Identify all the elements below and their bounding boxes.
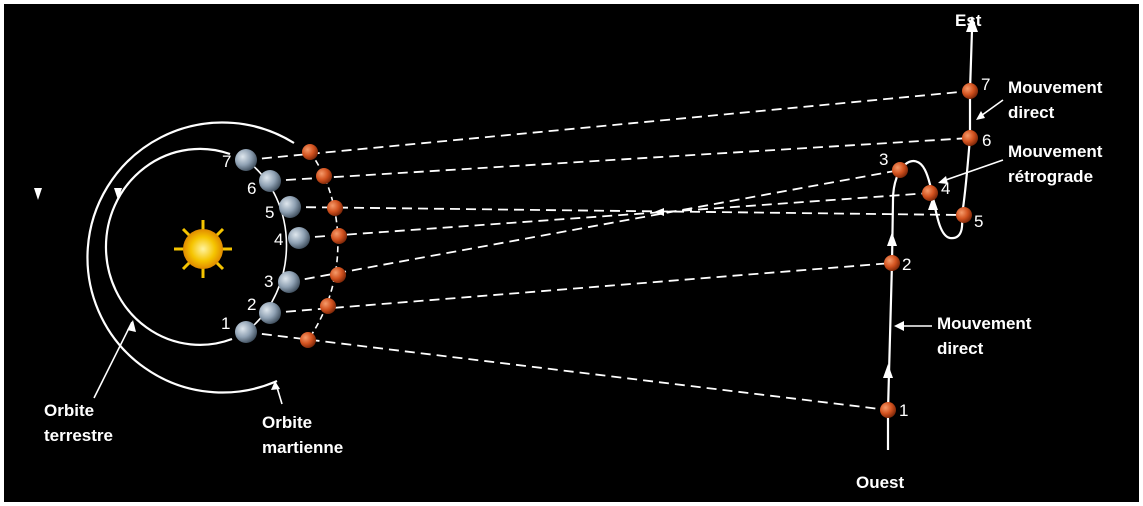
direct-motion-top-line-2: direct	[1008, 103, 1055, 122]
retrograde-motion-label: Mouvement rétrograde	[1008, 142, 1107, 186]
earth-number-3: 3	[264, 272, 273, 291]
orbits	[86, 121, 295, 394]
apparent-number-7: 7	[981, 75, 990, 94]
sun-icon	[174, 220, 232, 278]
apparent-position-numbers: 1 2 3 4 5 6 7	[879, 75, 991, 420]
earth-planet-icon	[259, 170, 281, 192]
orbite-terrestre-label: Orbite terrestre	[44, 401, 113, 445]
apparent-path	[886, 29, 974, 450]
mars-planet-icon	[327, 200, 343, 216]
west-label: Ouest	[856, 473, 905, 492]
path-arrow-loop-icon	[928, 196, 938, 210]
mars-planet-icon	[892, 162, 908, 178]
earth-number-6: 6	[247, 179, 256, 198]
pointer-heads	[127, 111, 985, 390]
earth-number-1: 1	[221, 314, 230, 333]
orbite-martienne-label: Orbite martienne	[262, 413, 343, 457]
mars-planet-icon	[302, 144, 318, 160]
inner-orbit-arrow-icon	[114, 188, 122, 200]
sight-line-5-arrow-icon	[654, 208, 664, 216]
apparent-path-lower	[886, 199, 895, 450]
sight-line-1	[245, 331, 889, 411]
direct-motion-bottom-line-2: direct	[937, 339, 984, 358]
earth-planet-icon	[279, 196, 301, 218]
apparent-number-4: 4	[941, 179, 950, 198]
earth-positions	[235, 149, 310, 343]
earth-planet-icon	[235, 149, 257, 171]
apparent-number-2: 2	[902, 255, 911, 274]
apparent-path-arrows	[883, 16, 978, 378]
sight-lines	[245, 90, 971, 411]
mars-planet-icon	[316, 168, 332, 184]
retrograde-motion-line-2: rétrograde	[1008, 167, 1093, 186]
pointer-orbite-martienne-head-icon	[271, 381, 280, 390]
path-arrow-lower-icon	[883, 364, 893, 378]
apparent-number-1: 1	[899, 401, 908, 420]
direct-motion-bottom-line-1: Mouvement	[937, 314, 1032, 333]
sight-line-5	[289, 206, 963, 216]
pointer-orbite-terrestre-head-icon	[127, 320, 136, 332]
mars-planet-icon	[880, 402, 896, 418]
retrograde-motion-line-1: Mouvement	[1008, 142, 1103, 161]
pointer-orbite-terrestre	[93, 321, 133, 399]
orbite-martienne-line-1: Orbite	[262, 413, 312, 432]
earth-planet-icon	[288, 227, 310, 249]
earth-number-4: 4	[274, 230, 283, 249]
orbit-direction-arrows	[34, 188, 122, 200]
orbite-terrestre-line-1: Orbite	[44, 401, 94, 420]
pointer-direct-bottom-head-icon	[894, 321, 904, 331]
outer-orbit-arrow-icon	[34, 188, 42, 200]
earth-number-2: 2	[247, 295, 256, 314]
direct-motion-top-label: Mouvement direct	[1008, 78, 1107, 122]
sight-line-2	[269, 262, 893, 314]
mars-planet-icon	[962, 83, 978, 99]
mars-planet-icon	[330, 267, 346, 283]
apparent-path-loop	[891, 29, 974, 240]
orbite-martienne-line-2: martienne	[262, 438, 343, 457]
sight-line-6	[269, 137, 971, 182]
apparent-number-5: 5	[974, 212, 983, 231]
direct-motion-bottom-label: Mouvement direct	[937, 314, 1036, 358]
direct-motion-top-line-1: Mouvement	[1008, 78, 1103, 97]
east-label: Est	[955, 11, 982, 30]
mars-planet-icon	[884, 255, 900, 271]
outer-orbit-arc	[86, 121, 295, 394]
earth-number-7: 7	[222, 152, 231, 171]
mars-planet-icon	[956, 207, 972, 223]
sight-line-7	[245, 90, 971, 161]
mars-orbit-positions	[300, 144, 347, 348]
earth-planet-icon	[278, 271, 300, 293]
earth-planet-icon	[235, 321, 257, 343]
mars-planet-icon	[962, 130, 978, 146]
pointer-direct-top-head-icon	[976, 111, 985, 120]
mars-planet-icon	[331, 228, 347, 244]
earth-position-numbers: 1 2 3 4 5 6 7	[221, 152, 283, 333]
earth-planet-icon	[259, 302, 281, 324]
mars-planet-icon	[300, 332, 316, 348]
pointer-retrograde-head-icon	[938, 176, 948, 184]
background-panel	[4, 4, 1139, 502]
sight-line-3	[288, 169, 901, 283]
earth-number-5: 5	[265, 203, 274, 222]
orbite-terrestre-line-2: terrestre	[44, 426, 113, 445]
mars-apparent-positions	[880, 83, 978, 418]
apparent-number-3: 3	[879, 150, 888, 169]
apparent-number-6: 6	[982, 131, 991, 150]
east-arrow-icon	[966, 16, 978, 32]
pointer-retrograde	[939, 159, 1004, 183]
mars-planet-icon	[922, 185, 938, 201]
sight-line-4	[298, 192, 931, 239]
inner-orbit-arc	[104, 147, 233, 346]
path-arrow-middle-icon	[887, 232, 897, 246]
mars-planet-icon	[320, 298, 336, 314]
